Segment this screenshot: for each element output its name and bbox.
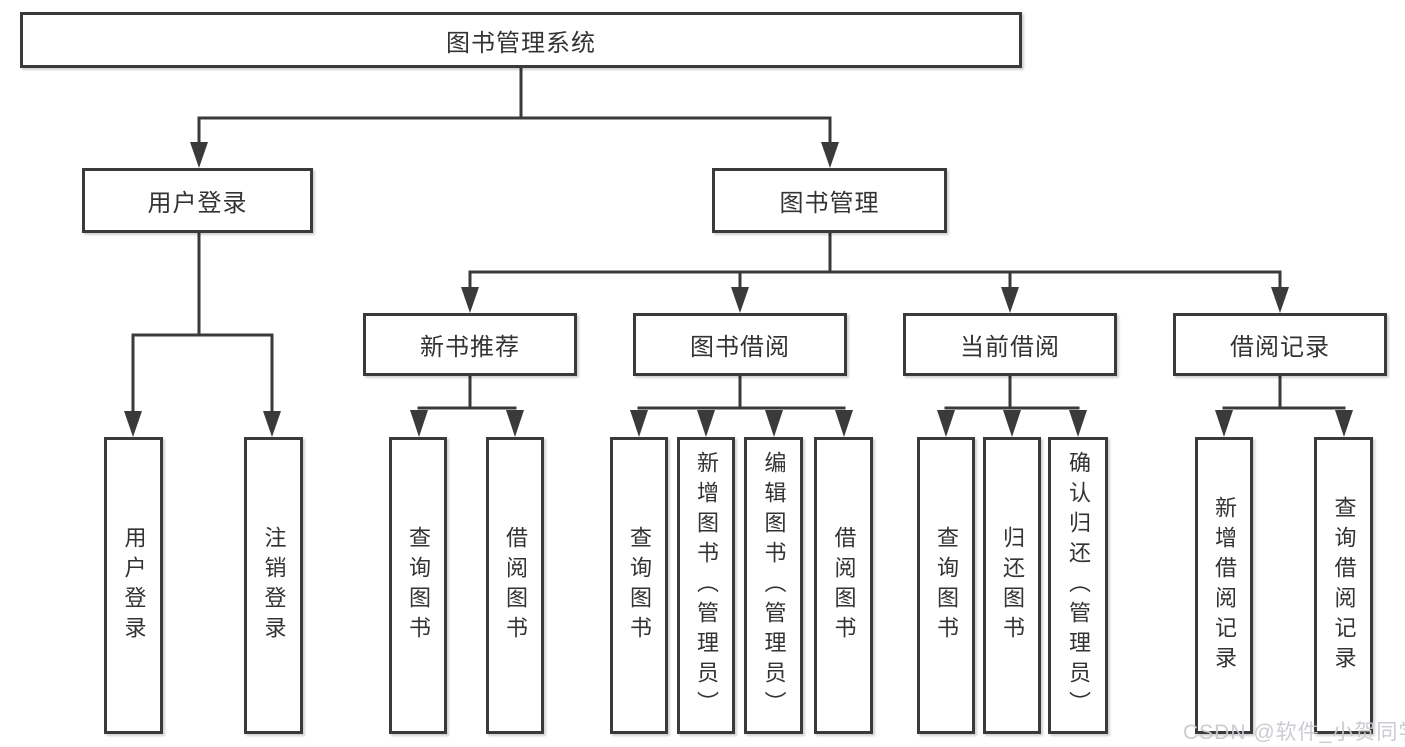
leaf-nb-query-books: 查询图书 [389,437,447,734]
leaf-bb-query-books: 查询图书 [610,437,668,734]
leaf-cb-query-books: 查询图书 [917,437,975,734]
node-current-borrowing: 当前借阅 [903,313,1117,376]
leaf-cb-query-books-label: 查询图书 [934,525,959,646]
leaf-cb-return-books-label: 归还图书 [1000,525,1025,646]
connector-book-borrowing-to-leaves [630,374,853,437]
leaf-user-login: 用户登录 [104,437,163,734]
leaf-bb-edit-books-admin-label: 编辑图书（管理员） [761,450,787,721]
leaf-br-add-record: 新增借阅记录 [1195,437,1253,734]
connector-borrowing-records-to-leaves [1215,374,1353,437]
connector-new-book-to-leaves [410,374,524,437]
leaf-cb-return-books: 归还图书 [983,437,1041,734]
leaf-user-login-label: 用户登录 [121,525,147,646]
leaf-cb-confirm-return-admin-label: 确认归还（管理员） [1066,450,1091,721]
node-new-book-recommend: 新书推荐 [363,313,577,376]
node-user-login: 用户登录 [82,168,313,233]
leaf-cb-confirm-return-admin: 确认归还（管理员） [1048,437,1108,734]
connector-book-management-to-level3 [461,231,1289,313]
leaf-br-add-record-label: 新增借阅记录 [1212,495,1237,676]
csdn-watermark: CSDN @软件_小贺同学 [1183,721,1405,744]
node-book-management: 图书管理 [712,168,947,233]
leaf-br-query-record-label: 查询借阅记录 [1331,495,1357,676]
node-borrowing-records: 借阅记录 [1173,313,1387,376]
leaf-bb-edit-books-admin: 编辑图书（管理员） [744,437,803,734]
leaf-bb-borrow-books: 借阅图书 [814,437,873,734]
node-book-borrowing: 图书借阅 [633,313,847,376]
leaf-nb-borrow-books: 借阅图书 [486,437,544,734]
leaf-nb-query-books-label: 查询图书 [406,525,431,646]
leaf-bb-query-books-label: 查询图书 [627,525,652,646]
connector-current-borrowing-to-leaves [937,374,1087,437]
leaf-bb-add-books-admin: 新增图书（管理员） [677,437,735,734]
leaf-logout-label: 注销登录 [261,525,287,646]
leaf-bb-add-books-admin-label: 新增图书（管理员） [694,450,719,721]
leaf-nb-borrow-books-label: 借阅图书 [503,525,528,646]
leaf-bb-borrow-books-label: 借阅图书 [831,525,857,646]
connector-root-to-level2 [190,66,839,168]
leaf-br-query-record: 查询借阅记录 [1314,437,1373,734]
node-library-management-system: 图书管理系统 [20,12,1022,68]
connector-user-login-to-leaves [124,231,281,437]
leaf-logout: 注销登录 [244,437,303,734]
